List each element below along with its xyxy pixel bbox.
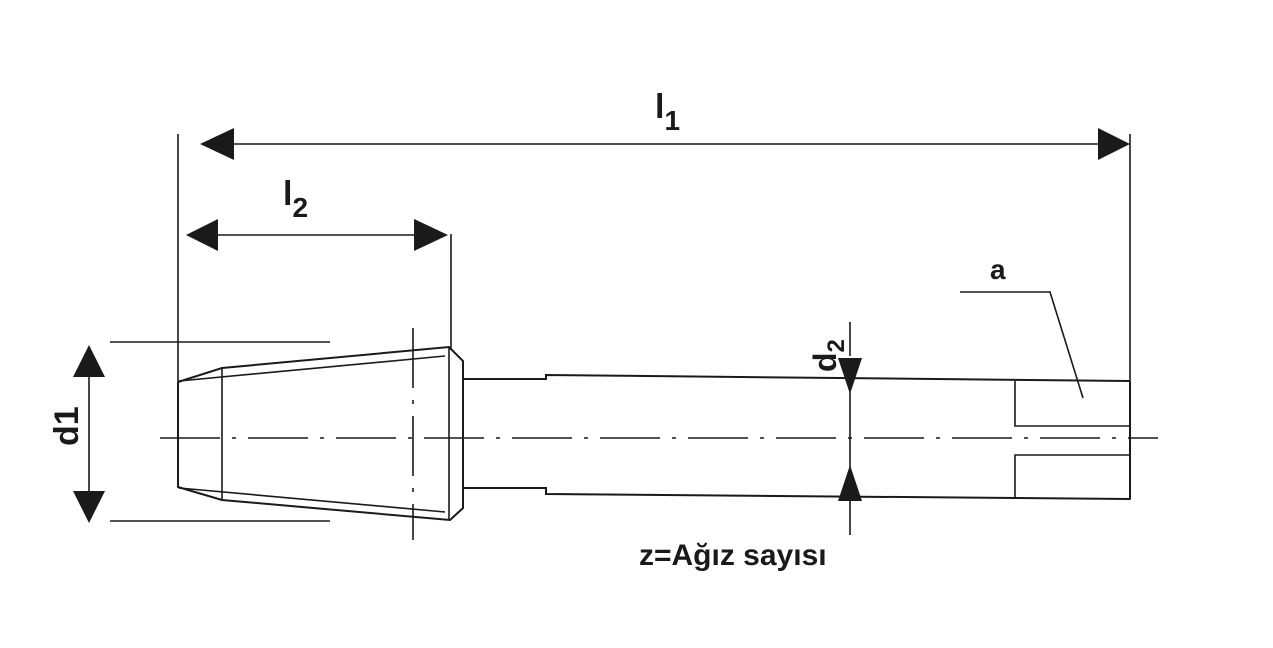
caption: z=Ağız sayısı <box>639 539 827 572</box>
thread-section <box>177 328 464 540</box>
d2-label: d2 <box>807 339 850 372</box>
leader-a: a <box>960 254 1084 399</box>
d1-label: d1 <box>48 406 86 446</box>
d1-arrow-down <box>73 491 105 523</box>
dimension-d2: d2 <box>807 322 862 535</box>
l1-label: l1 <box>655 88 680 136</box>
l2-label: l2 <box>283 175 308 223</box>
a-label: a <box>990 254 1006 285</box>
d2-arrow-up <box>838 465 862 501</box>
square-drive <box>1014 381 1130 499</box>
l1-arrow-left <box>200 128 234 160</box>
d2-arrow-down <box>838 358 862 394</box>
shank <box>463 373 1131 500</box>
l2-arrow-left <box>186 219 218 251</box>
l1-arrow-right <box>1098 128 1130 160</box>
dimension-d1: d1 <box>48 341 330 523</box>
dimension-l2: l2 <box>186 175 452 350</box>
l2-arrow-right <box>414 219 448 251</box>
d1-arrow-up <box>73 345 105 377</box>
